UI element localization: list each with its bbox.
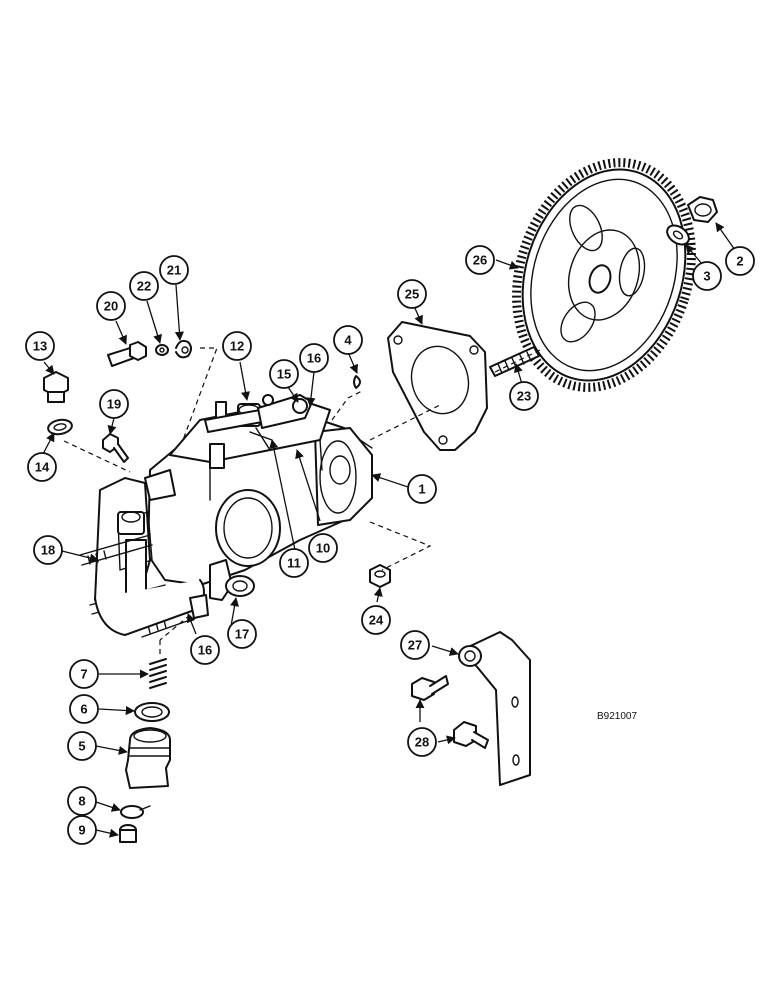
injection-pump: [79, 394, 373, 638]
svg-text:28: 28: [415, 735, 429, 750]
callout-leaders: [41, 222, 736, 838]
svg-text:7: 7: [80, 667, 87, 682]
svg-text:13: 13: [33, 339, 47, 354]
bracket-bolt-lower: [453, 721, 489, 749]
svg-text:15: 15: [277, 367, 291, 382]
svg-text:14: 14: [35, 460, 50, 475]
svg-text:2: 2: [736, 254, 743, 269]
mounting-gasket: [387, 321, 488, 451]
svg-text:11: 11: [287, 556, 301, 571]
callout-21: 21: [159, 255, 189, 285]
callout-12: 12: [222, 331, 252, 361]
callout-19: 19: [99, 389, 129, 419]
assembly-guides: [63, 347, 541, 657]
svg-text:25: 25: [405, 287, 419, 302]
drive-gear: [512, 158, 696, 392]
spring-clip: [175, 339, 192, 359]
lock-washer: [666, 224, 690, 246]
banjo-bolt: [43, 371, 69, 403]
spring: [149, 658, 167, 689]
sealing-washer: [47, 418, 73, 436]
callout-25: 25: [397, 279, 427, 309]
callout-7: 7: [69, 659, 99, 689]
svg-text:27: 27: [408, 638, 422, 653]
svg-text:22: 22: [137, 279, 151, 294]
support-bracket: [458, 631, 531, 786]
svg-text:10: 10: [316, 541, 330, 556]
svg-text:8: 8: [78, 794, 85, 809]
screw: [119, 824, 137, 843]
svg-text:16: 16: [307, 351, 321, 366]
svg-text:3: 3: [703, 269, 710, 284]
seal-ring: [155, 344, 169, 356]
callout-20: 20: [96, 291, 126, 321]
svg-text:5: 5: [78, 739, 85, 754]
svg-text:20: 20: [104, 299, 118, 314]
callout-9: 9: [67, 815, 97, 845]
callout-4: 4: [333, 325, 363, 355]
svg-text:23: 23: [517, 389, 531, 404]
callout-16-top: 16: [299, 343, 329, 373]
callout-23: 23: [509, 381, 539, 411]
callout-16-bottom: 16: [190, 635, 220, 665]
washer: [120, 805, 151, 819]
svg-text:1: 1: [418, 482, 425, 497]
bracket-bolt-upper: [411, 675, 449, 701]
valve-holder: [125, 727, 171, 789]
o-ring: [134, 702, 170, 722]
svg-text:21: 21: [167, 263, 181, 278]
stud: [489, 346, 540, 377]
adjusting-screw: [107, 341, 147, 367]
svg-text:6: 6: [80, 702, 87, 717]
lock-nut: [369, 564, 391, 588]
callout-18: 18: [33, 535, 63, 565]
svg-text:19: 19: [107, 397, 121, 412]
callout-17: 17: [227, 619, 257, 649]
svg-text:24: 24: [369, 613, 384, 628]
callout-28: 28: [407, 727, 437, 757]
bleed-screw: [102, 433, 129, 463]
callout-10: 10: [308, 533, 338, 563]
svg-text:4: 4: [344, 333, 352, 348]
callout-6: 6: [69, 694, 99, 724]
svg-text:16: 16: [198, 643, 212, 658]
svg-text:26: 26: [473, 253, 487, 268]
callout-1: 1: [407, 474, 437, 504]
callout-3: 3: [692, 261, 722, 291]
callout-11: 11: [279, 548, 309, 578]
svg-text:17: 17: [235, 627, 249, 642]
callout-13: 13: [25, 331, 55, 361]
callout-22: 22: [129, 271, 159, 301]
svg-text:12: 12: [230, 339, 244, 354]
woodruff-key: [353, 375, 361, 389]
callout-26: 26: [465, 245, 495, 275]
callout-14: 14: [27, 452, 57, 482]
callout-24: 24: [361, 605, 391, 635]
callout-15: 15: [269, 359, 299, 389]
callout-5: 5: [67, 731, 97, 761]
callout-27: 27: [400, 630, 430, 660]
callout-8: 8: [67, 786, 97, 816]
reference-code: B921007: [597, 711, 637, 722]
svg-text:9: 9: [78, 823, 85, 838]
callout-2: 2: [725, 246, 755, 276]
gear-nut: [687, 196, 718, 223]
svg-text:18: 18: [41, 543, 55, 558]
